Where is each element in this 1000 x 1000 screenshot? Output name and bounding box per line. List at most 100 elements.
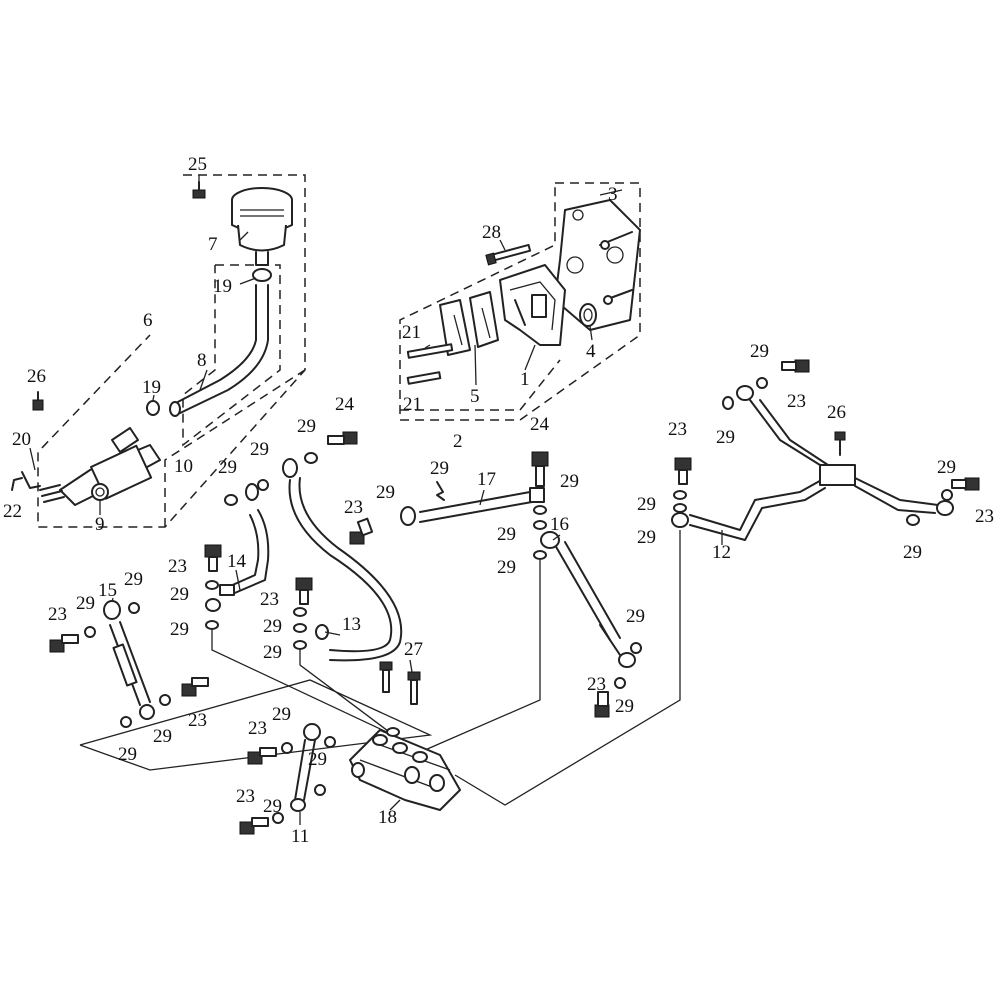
label-23-h: 23: [188, 710, 207, 731]
label-14: 14: [227, 551, 247, 572]
union-bolts: [327, 431, 549, 487]
label-29-g: 29: [297, 416, 316, 437]
label-21-a: 21: [402, 322, 421, 343]
label-29-z: 29: [308, 749, 327, 770]
label-25: 25: [188, 154, 207, 175]
label-22: 22: [3, 501, 22, 522]
label-29-l: 29: [376, 482, 395, 503]
label-23-k: 23: [236, 786, 255, 807]
brake-hose-15: [103, 600, 155, 720]
label-15: 15: [98, 580, 117, 601]
label-23-b: 23: [668, 419, 687, 440]
label-13: 13: [342, 614, 361, 635]
label-29-s: 29: [124, 569, 143, 590]
label-29-d: 29: [637, 494, 656, 515]
label-24-b: 24: [530, 414, 550, 435]
label-2: 2: [453, 431, 463, 452]
label-1: 1: [520, 369, 530, 390]
reservoir: [231, 187, 293, 266]
label-10: 10: [174, 456, 193, 477]
connector-lines: [79, 530, 681, 806]
brake-hose-12: [671, 385, 954, 541]
master-cylinder-group-box: [37, 174, 306, 528]
label-29-o: 29: [170, 584, 189, 605]
label-11: 11: [291, 826, 309, 847]
label-12: 12: [712, 542, 731, 563]
label-29-k: 29: [560, 471, 579, 492]
brake-hose-14: [205, 483, 270, 612]
reservoir-hose: [169, 284, 269, 417]
label-29-i: 29: [218, 457, 237, 478]
label-19: 19: [213, 276, 232, 297]
label-28: 28: [482, 222, 501, 243]
caliper-bracket: [554, 199, 641, 331]
brake-hose-16: [540, 531, 636, 668]
label-29-j: 29: [430, 458, 449, 479]
label-7: 7: [208, 234, 218, 255]
label-29-r: 29: [263, 642, 282, 663]
label-8: 8: [197, 350, 207, 371]
brake-pads: [439, 291, 499, 356]
label-20: 20: [12, 429, 31, 450]
reservoir-screw: [192, 181, 206, 199]
label-26-right: 26: [827, 402, 846, 423]
pushrod-pin: [11, 471, 41, 491]
label-29-t: 29: [76, 593, 95, 614]
label-29-m: 29: [497, 524, 516, 545]
distribution-block: [349, 727, 461, 811]
label-23-j: 23: [248, 718, 267, 739]
block-mount-bolts: [379, 661, 421, 705]
label-29-q: 29: [263, 616, 282, 637]
label-3: 3: [608, 184, 618, 205]
label-23-g: 23: [48, 604, 67, 625]
label-23-e: 23: [168, 556, 187, 577]
brake-hose-13: [282, 458, 403, 662]
label-23-c: 23: [975, 506, 994, 527]
caliper-body: [499, 264, 566, 346]
label-29-p: 29: [170, 619, 189, 640]
label-29-x: 29: [615, 696, 634, 717]
label-16: 16: [550, 514, 569, 535]
tee-bolt: [834, 431, 846, 456]
caliper-bolt: [485, 243, 532, 266]
bracket-nut: [579, 303, 597, 327]
label-4: 4: [586, 341, 596, 362]
caliper-group-box: [399, 182, 641, 421]
label-18: 18: [378, 807, 397, 828]
brake-hose-17: [400, 487, 545, 526]
label-17: 17: [477, 469, 496, 490]
label-6: 6: [143, 310, 153, 331]
label-23-i: 23: [587, 674, 606, 695]
label-29-aa: 29: [263, 796, 282, 817]
label-29-y: 29: [272, 704, 291, 725]
label-21-b: 21: [403, 394, 422, 415]
label-29-n: 29: [497, 557, 516, 578]
label-23-a: 23: [787, 391, 806, 412]
master-cylinder-bolt: [32, 391, 44, 411]
leader-lines: [29, 175, 723, 825]
brake-hose-11: [290, 723, 321, 812]
sealing-washers: [84, 377, 953, 824]
label-29-u: 29: [153, 726, 172, 747]
label-29-h: 29: [250, 439, 269, 460]
label-26-left: 26: [27, 366, 46, 387]
label-29-b: 29: [716, 427, 735, 448]
label-29-f: 29: [903, 542, 922, 563]
hose-clip: [146, 268, 272, 416]
label-24-a: 24: [335, 394, 355, 415]
label-23-d: 23: [344, 497, 363, 518]
pad-pins: [406, 343, 454, 385]
reservoir-hose-group-box: [182, 264, 281, 447]
label-9: 9: [95, 514, 105, 535]
label-29-c: 29: [937, 457, 956, 478]
label-29-w: 29: [626, 606, 645, 627]
label-23-f: 23: [260, 589, 279, 610]
label-29-v: 29: [118, 744, 137, 765]
label-27: 27: [404, 639, 423, 660]
banjo-bolts: [49, 359, 980, 835]
master-cylinder: [39, 427, 161, 506]
label-29-a: 29: [750, 341, 769, 362]
label-5: 5: [470, 386, 480, 407]
label-29-e: 29: [637, 527, 656, 548]
